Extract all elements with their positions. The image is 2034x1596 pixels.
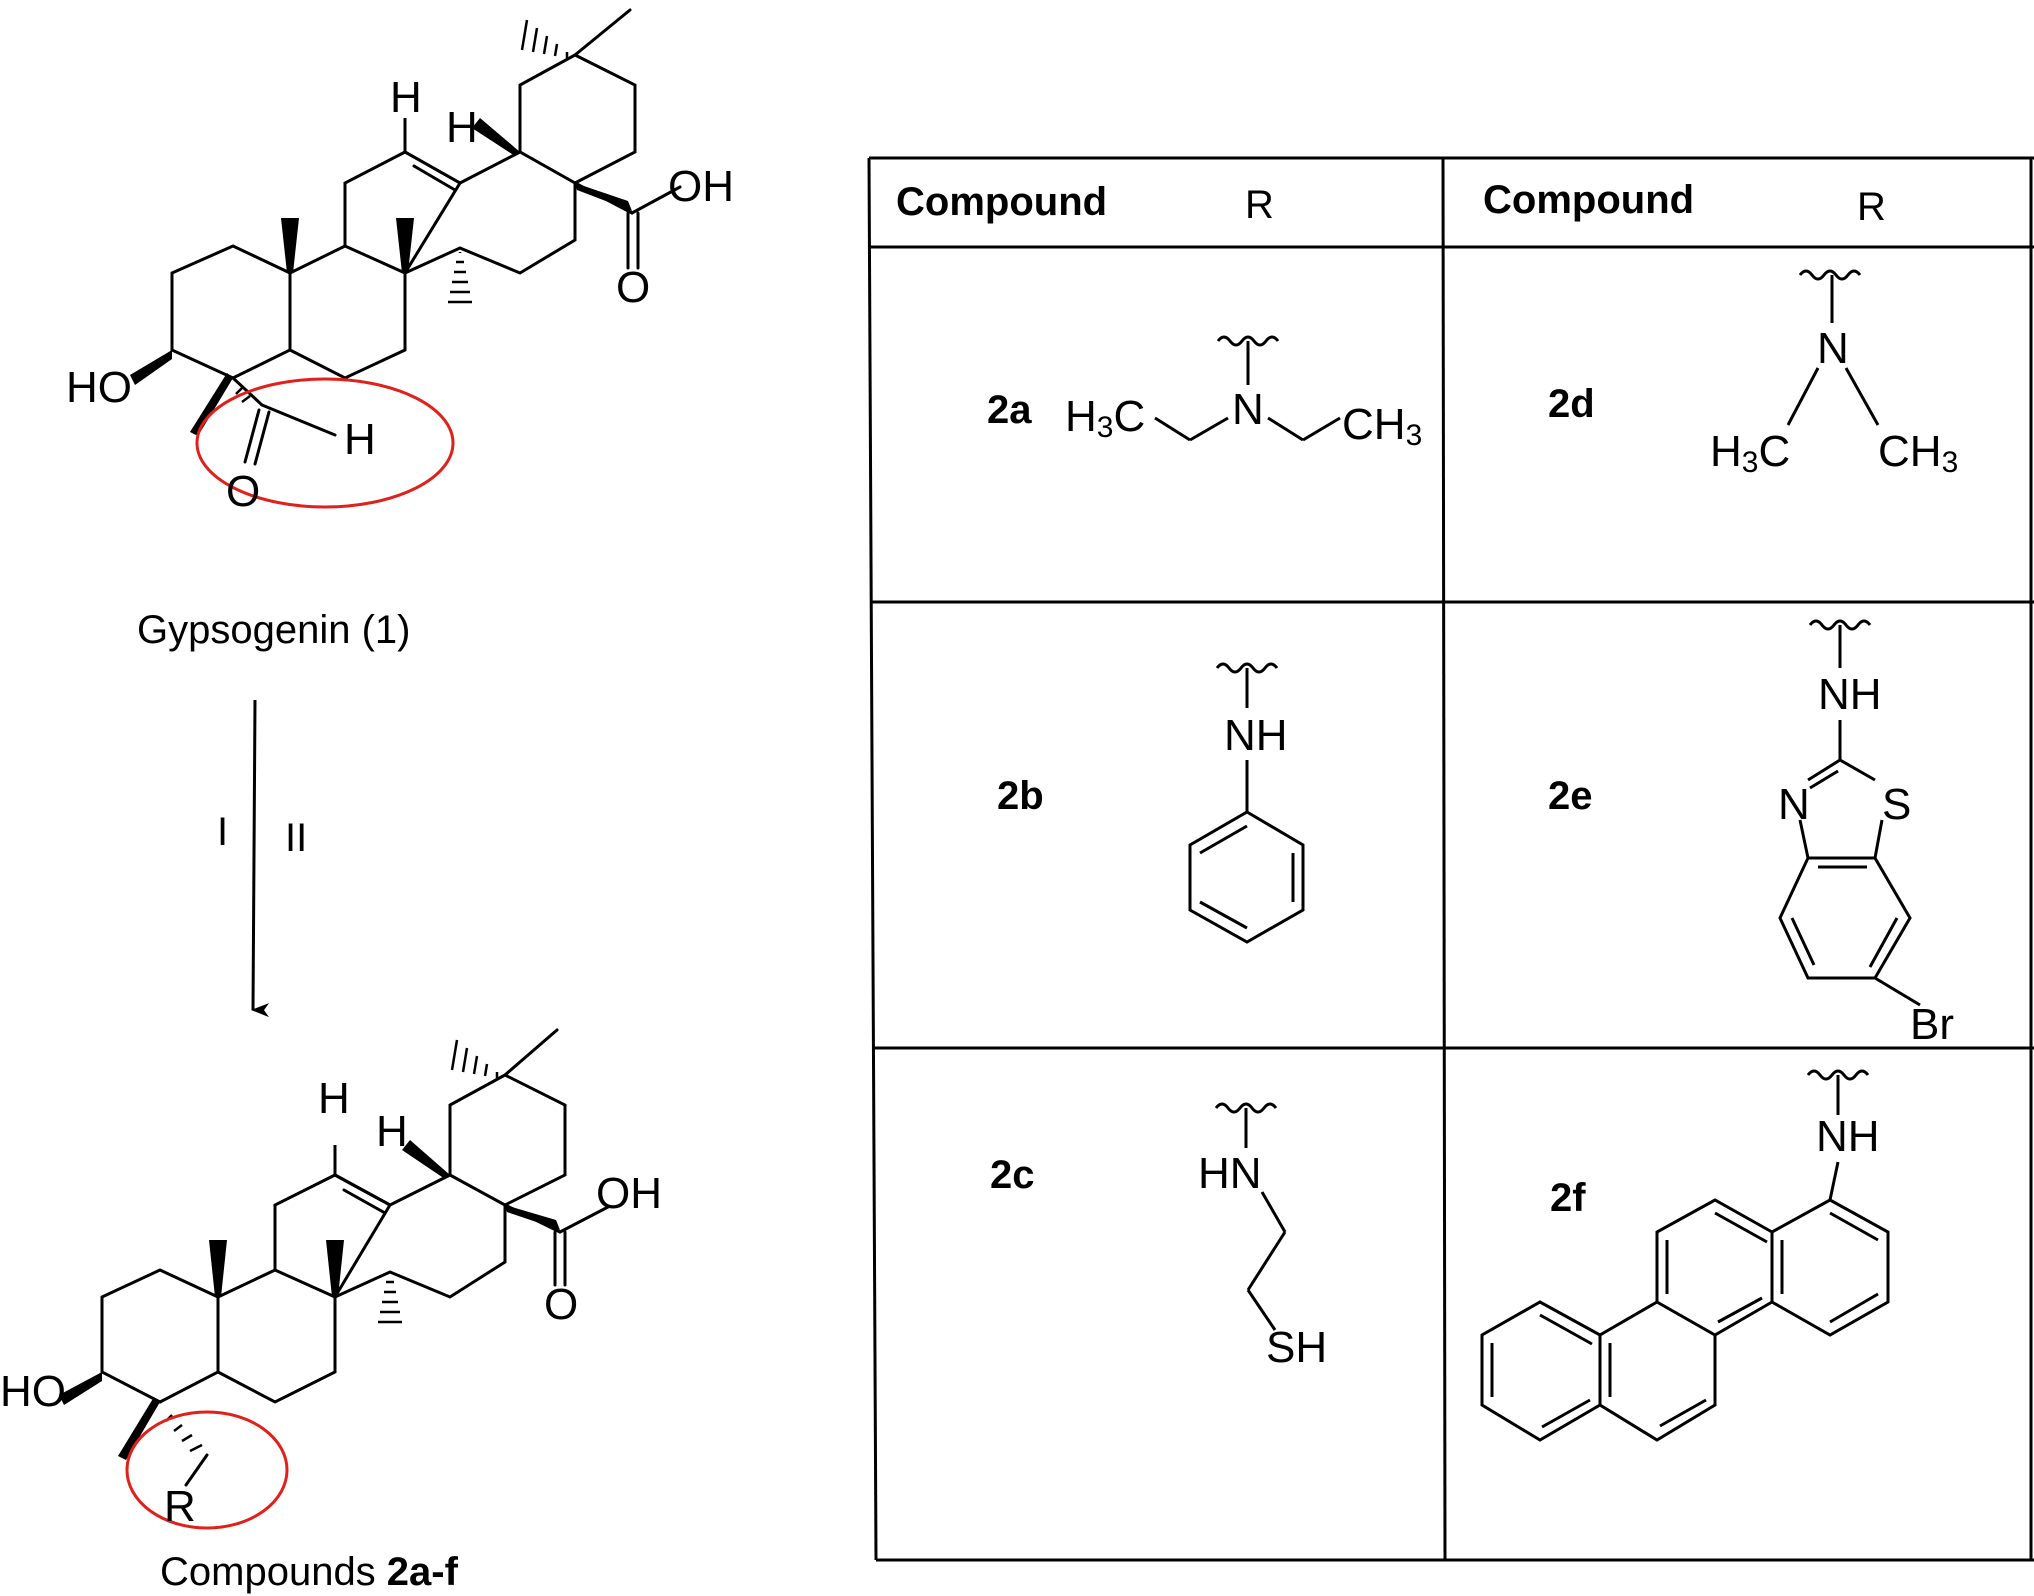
- substituent-table-grid: [867, 156, 2034, 1562]
- 2e-bromine-label: Br: [1910, 1000, 1954, 1049]
- gypsogenin-wedges: [130, 118, 632, 436]
- compound-id-2b: 2b: [997, 774, 1044, 818]
- r-group-label: R: [164, 1482, 196, 1531]
- compound-id-2a: 2a: [987, 388, 1032, 432]
- 2e-thiazole-n-label: N: [1778, 780, 1810, 829]
- olefin-hydrogen-label-2: H: [318, 1074, 350, 1123]
- 2c-hn-label: HN: [1198, 1149, 1262, 1198]
- gypsogenin-hashes: [235, 19, 569, 403]
- compound-id-2c: 2c: [990, 1153, 1035, 1197]
- 2e-nh-label: NH: [1818, 670, 1882, 719]
- compound-id-2f: 2f: [1550, 1176, 1586, 1220]
- substituent-2a: [1154, 335, 1341, 442]
- hydroxyl-label: HO: [66, 363, 132, 412]
- aldehyde-oxygen-label: O: [226, 467, 261, 516]
- compound-id-2e: 2e: [1548, 774, 1593, 818]
- olefin-hydrogen-label: H: [390, 73, 422, 122]
- 2c-sh-label: SH: [1266, 1323, 1328, 1372]
- reaction-arrow: [251, 699, 270, 1018]
- aldehyde-highlight-ellipse: [195, 377, 455, 509]
- 2d-nitrogen-label: N: [1817, 324, 1849, 373]
- 2e-thiazole-s-label: S: [1882, 780, 1912, 829]
- 2a-ch3-label: CH3: [1342, 400, 1423, 452]
- compounds-wedges: [59, 1140, 560, 1460]
- 2d-h3c-label: H3C: [1710, 427, 1791, 479]
- gypsogenin-caption: Gypsogenin (1): [137, 608, 411, 652]
- acid-hydroxyl-label: OH: [668, 162, 734, 211]
- hydroxyl-label-2: HO: [0, 1367, 66, 1416]
- reagent-label-ii: II: [285, 816, 308, 860]
- junction-hydrogen-label: H: [446, 103, 478, 152]
- substituent-2f: [1480, 1069, 1890, 1442]
- acid-carbonyl-oxygen-label-2: O: [544, 1280, 579, 1329]
- acid-hydroxyl-label-2: OH: [596, 1169, 662, 1218]
- 2b-nh-label: NH: [1224, 711, 1288, 760]
- 2f-nh-label: NH: [1816, 1112, 1880, 1161]
- 2a-nitrogen-label: N: [1232, 385, 1264, 434]
- table-header-r-right: R: [1857, 185, 1886, 229]
- compounds-caption: Compounds 2a-f: [160, 1550, 458, 1594]
- substituent-2b: [1188, 662, 1305, 944]
- acid-carbonyl-oxygen-label: O: [616, 263, 651, 312]
- junction-hydrogen-label-2: H: [376, 1107, 408, 1156]
- table-header-compound-right: Compound: [1483, 178, 1695, 222]
- aldehyde-hydrogen-label: H: [344, 415, 376, 464]
- 2d-ch3-label: CH3: [1878, 427, 1959, 479]
- substituent-2d: [1786, 269, 1880, 426]
- reagent-label-i: I: [217, 810, 229, 854]
- table-header-r-left: R: [1245, 183, 1274, 227]
- r-group-highlight-ellipse: [125, 1410, 289, 1530]
- substituent-2c: [1214, 1102, 1287, 1331]
- compound-id-2d: 2d: [1548, 382, 1595, 426]
- 2a-h3c-label: H3C: [1065, 392, 1146, 444]
- substituent-2e: [1778, 619, 1921, 1007]
- compounds-hashes: [165, 1039, 499, 1453]
- table-header-compound-left: Compound: [896, 180, 1108, 224]
